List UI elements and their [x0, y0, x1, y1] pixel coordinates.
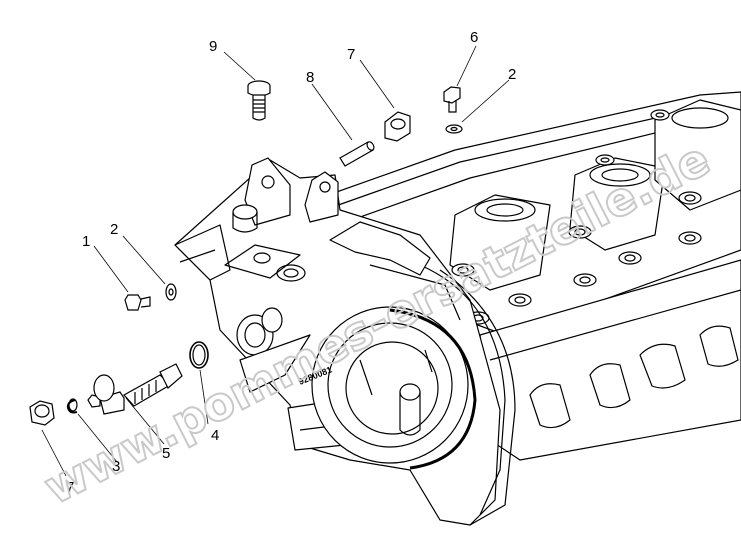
callout-9: 9 — [209, 38, 217, 55]
loose-parts — [29, 80, 463, 426]
callout-3: 3 — [112, 458, 120, 475]
nut-part-7-top — [384, 111, 411, 142]
callout-7-top: 7 — [347, 46, 355, 63]
callout-labels: 9 8 7 6 2 1 2 4 5 3 7 — [66, 29, 516, 496]
washer-part-2-left — [165, 283, 177, 301]
callout-2-top: 2 — [508, 66, 516, 83]
nut-part-7-bottom — [29, 400, 55, 426]
bolt-part-6 — [443, 86, 461, 113]
sensor-part-5 — [87, 363, 183, 415]
callout-1: 1 — [82, 233, 90, 250]
callout-4: 4 — [211, 427, 219, 444]
callout-8: 8 — [306, 69, 314, 86]
leader-lines — [41, 45, 510, 477]
washer-part-2-top — [445, 124, 463, 134]
dowel-pin-part-8 — [339, 141, 375, 167]
o-ring-part-4 — [189, 341, 209, 369]
callout-2-left: 2 — [110, 221, 118, 238]
camshaft-towers — [449, 99, 741, 291]
callout-5: 5 — [162, 445, 170, 462]
camshaft-housing-opening — [311, 264, 516, 526]
callout-6: 6 — [470, 29, 478, 46]
callout-7-bottom: 7 — [66, 479, 74, 496]
circlip-part-3 — [66, 398, 78, 414]
screw-part-9 — [247, 80, 271, 121]
cylinder-head-assembly — [174, 91, 741, 526]
bolt-part-1 — [124, 294, 151, 311]
